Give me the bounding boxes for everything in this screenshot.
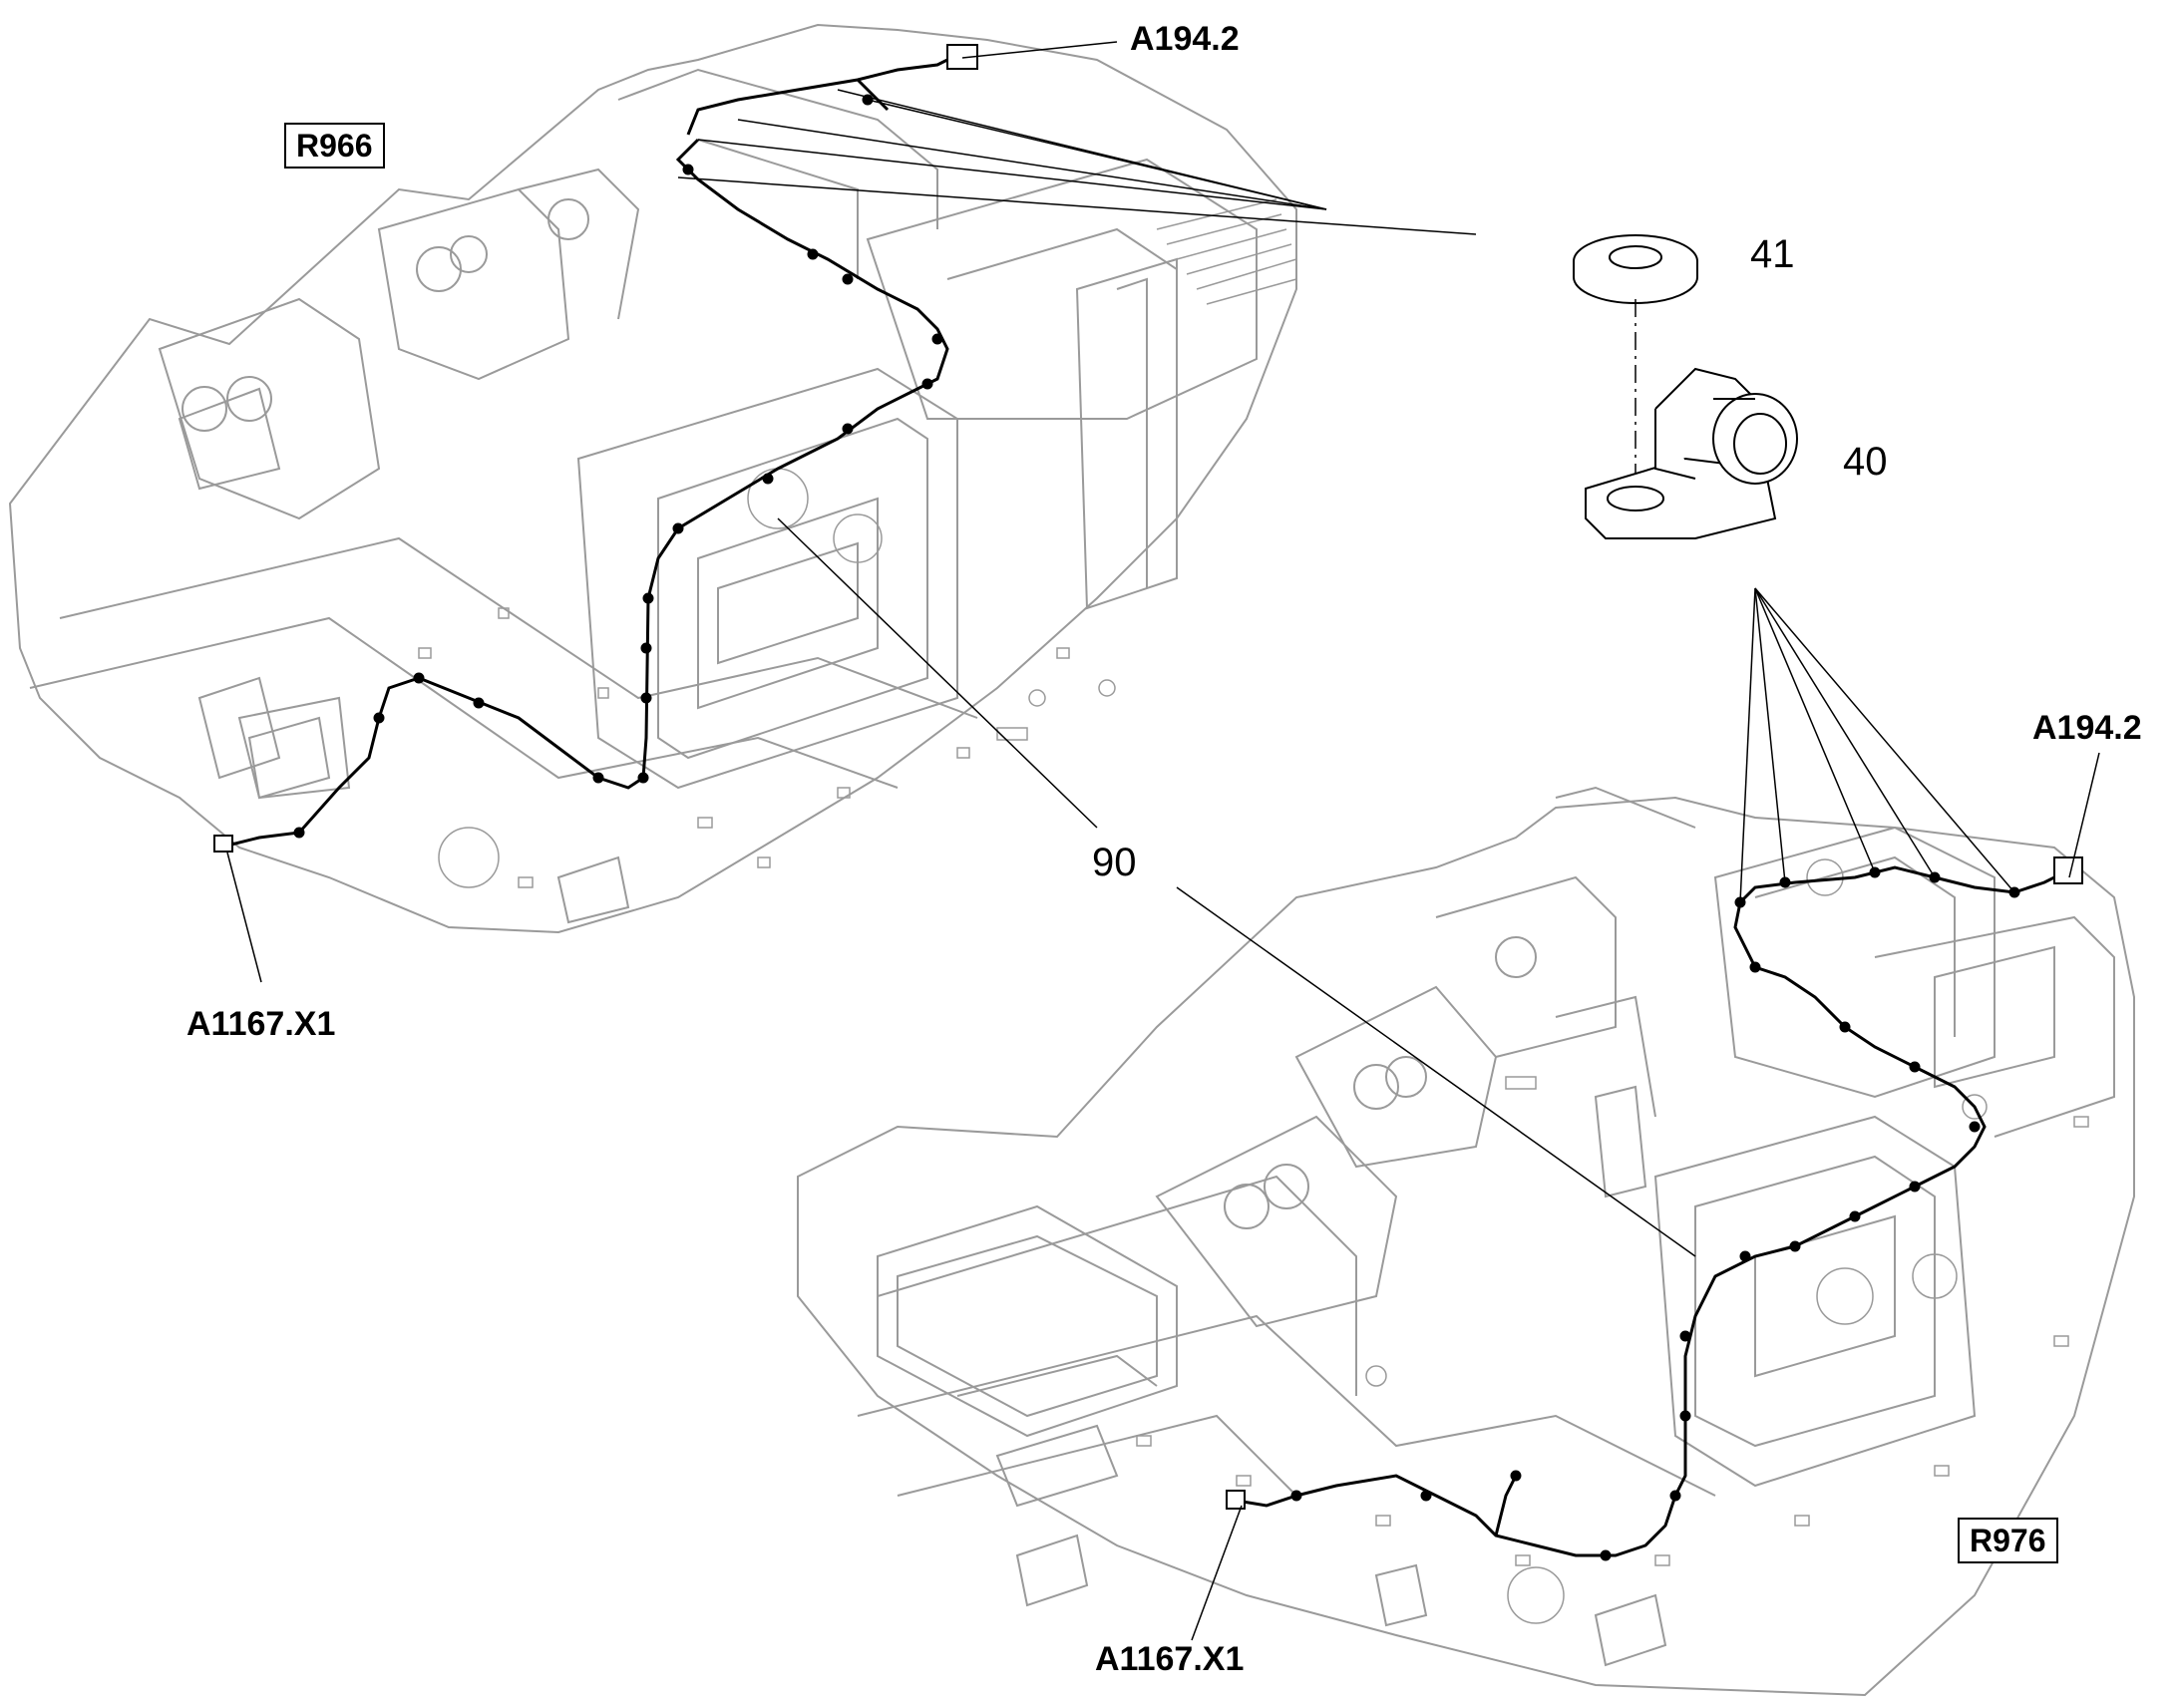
ref-a194-top: A194.2 bbox=[1130, 20, 1240, 58]
machine-label-r966: R966 bbox=[284, 123, 385, 169]
item-40-label: 40 bbox=[1843, 440, 1888, 484]
harness-clips bbox=[221, 94, 2020, 1561]
leader-lines bbox=[226, 41, 2100, 1641]
connectors bbox=[213, 44, 2083, 1510]
ref-a194-right: A194.2 bbox=[2032, 709, 2142, 747]
part-40-clamp bbox=[1585, 367, 1798, 539]
item-41-label: 41 bbox=[1750, 232, 1795, 276]
part-41-washer bbox=[1573, 234, 1698, 304]
item-90-label: 90 bbox=[1092, 841, 1137, 884]
machine-r976 bbox=[797, 786, 2135, 1697]
harness-r976 bbox=[1236, 865, 2065, 1557]
machine-r966 bbox=[8, 23, 1297, 934]
ref-a1167-bottom: A1167.X1 bbox=[1095, 1640, 1245, 1678]
ref-a1167-left: A1167.X1 bbox=[186, 1005, 336, 1043]
harness-r966 bbox=[226, 53, 958, 848]
machine-label-r976: R976 bbox=[1958, 1518, 2058, 1563]
